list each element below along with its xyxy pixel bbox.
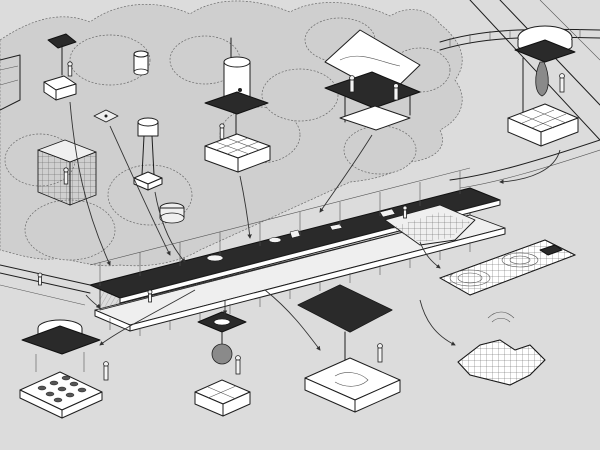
central-linear-pavilion (37, 167, 506, 336)
module-glass-cube (37, 139, 97, 206)
embankment (0, 54, 600, 306)
module-planter (159, 202, 185, 224)
module-water-tower (133, 117, 163, 191)
module-sail-canopy (324, 29, 421, 131)
module-pod-canopy (507, 25, 579, 147)
module-floating-deck (457, 311, 546, 386)
module-tank-tower (204, 37, 271, 173)
bridge (439, 0, 600, 141)
module-flag-box (43, 33, 77, 101)
module-ripple-deck (438, 239, 577, 296)
module-pod-base (507, 103, 579, 147)
module-grid-pool (19, 319, 109, 419)
module-square-canopy (297, 284, 401, 413)
module-tank-base (204, 133, 271, 173)
module-cylinder-small (133, 50, 149, 76)
connection-arrows (69, 101, 561, 351)
module-tile (93, 109, 119, 123)
module-hanging-lamp (194, 311, 251, 417)
